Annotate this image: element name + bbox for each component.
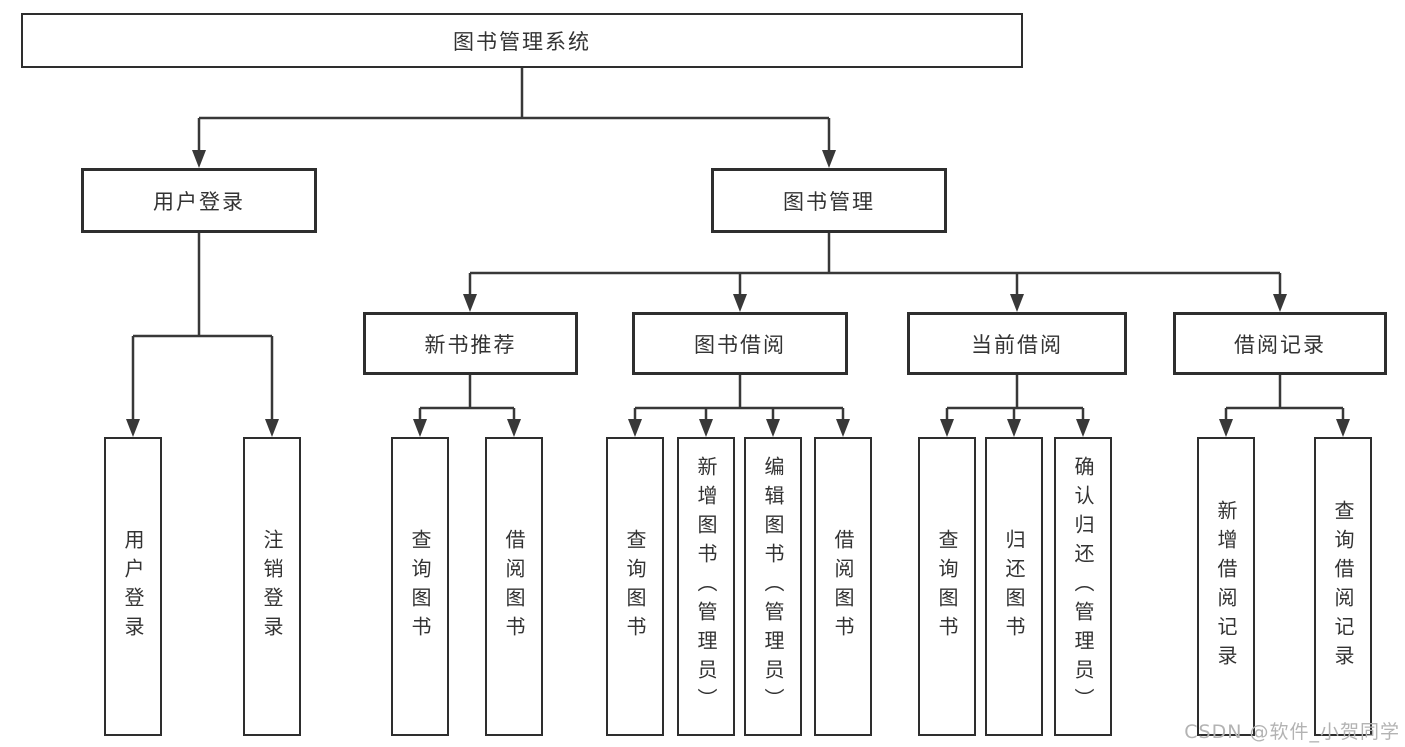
leaf-query-borrow-record: 查询借阅记录 [1314, 437, 1372, 736]
leaf-borrow-books: 借阅图书 [814, 437, 872, 736]
leaf-edit-book-admin: 编辑图书（管理员） [744, 437, 802, 736]
node-label: 当前借阅 [971, 332, 1063, 357]
leaf-borrow-books-recommend: 借阅图书 [485, 437, 543, 736]
node-label: 借阅图书 [831, 528, 855, 645]
node-label: 注销登录 [260, 528, 284, 645]
leaf-user-login: 用户登录 [104, 437, 162, 736]
node-label: 新增图书（管理员） [694, 456, 718, 717]
node-label: 新书推荐 [424, 332, 517, 357]
csdn-watermark: CSDN @软件_小贺同学 [1184, 721, 1400, 743]
leaf-add-book-admin: 新增图书（管理员） [677, 437, 735, 736]
node-label: 借阅图书 [502, 528, 526, 645]
node-label: 新增借阅记录 [1214, 499, 1238, 674]
leaf-add-borrow-record: 新增借阅记录 [1197, 437, 1255, 736]
node-new-book-recommend: 新书推荐 [363, 312, 578, 375]
node-label: 查询图书 [623, 528, 647, 645]
node-label: 图书借阅 [694, 332, 786, 357]
leaf-logout: 注销登录 [243, 437, 301, 736]
leaf-query-books-current: 查询图书 [918, 437, 976, 736]
node-label: 用户登录 [121, 528, 145, 645]
node-current-borrowing: 当前借阅 [907, 312, 1127, 375]
node-label: 编辑图书（管理员） [761, 456, 785, 717]
node-root: 图书管理系统 [21, 13, 1023, 68]
leaf-return-book: 归还图书 [985, 437, 1043, 736]
node-label: 图书管理系统 [453, 29, 591, 54]
node-label: 图书管理 [783, 189, 875, 214]
leaf-query-books-borrow: 查询图书 [606, 437, 664, 736]
node-label: 归还图书 [1002, 528, 1026, 645]
node-label: 借阅记录 [1234, 332, 1326, 357]
node-label: 查询图书 [935, 528, 959, 645]
node-label: 查询图书 [408, 528, 432, 645]
node-borrowing-records: 借阅记录 [1173, 312, 1387, 375]
node-label: 查询借阅记录 [1331, 499, 1355, 674]
node-user-login: 用户登录 [81, 168, 317, 233]
leaf-query-books-recommend: 查询图书 [391, 437, 449, 736]
node-label: 确认归还（管理员） [1071, 456, 1095, 717]
node-label: 用户登录 [153, 189, 245, 214]
leaf-confirm-return-admin: 确认归还（管理员） [1054, 437, 1112, 736]
node-book-management: 图书管理 [711, 168, 947, 233]
node-book-borrowing: 图书借阅 [632, 312, 848, 375]
